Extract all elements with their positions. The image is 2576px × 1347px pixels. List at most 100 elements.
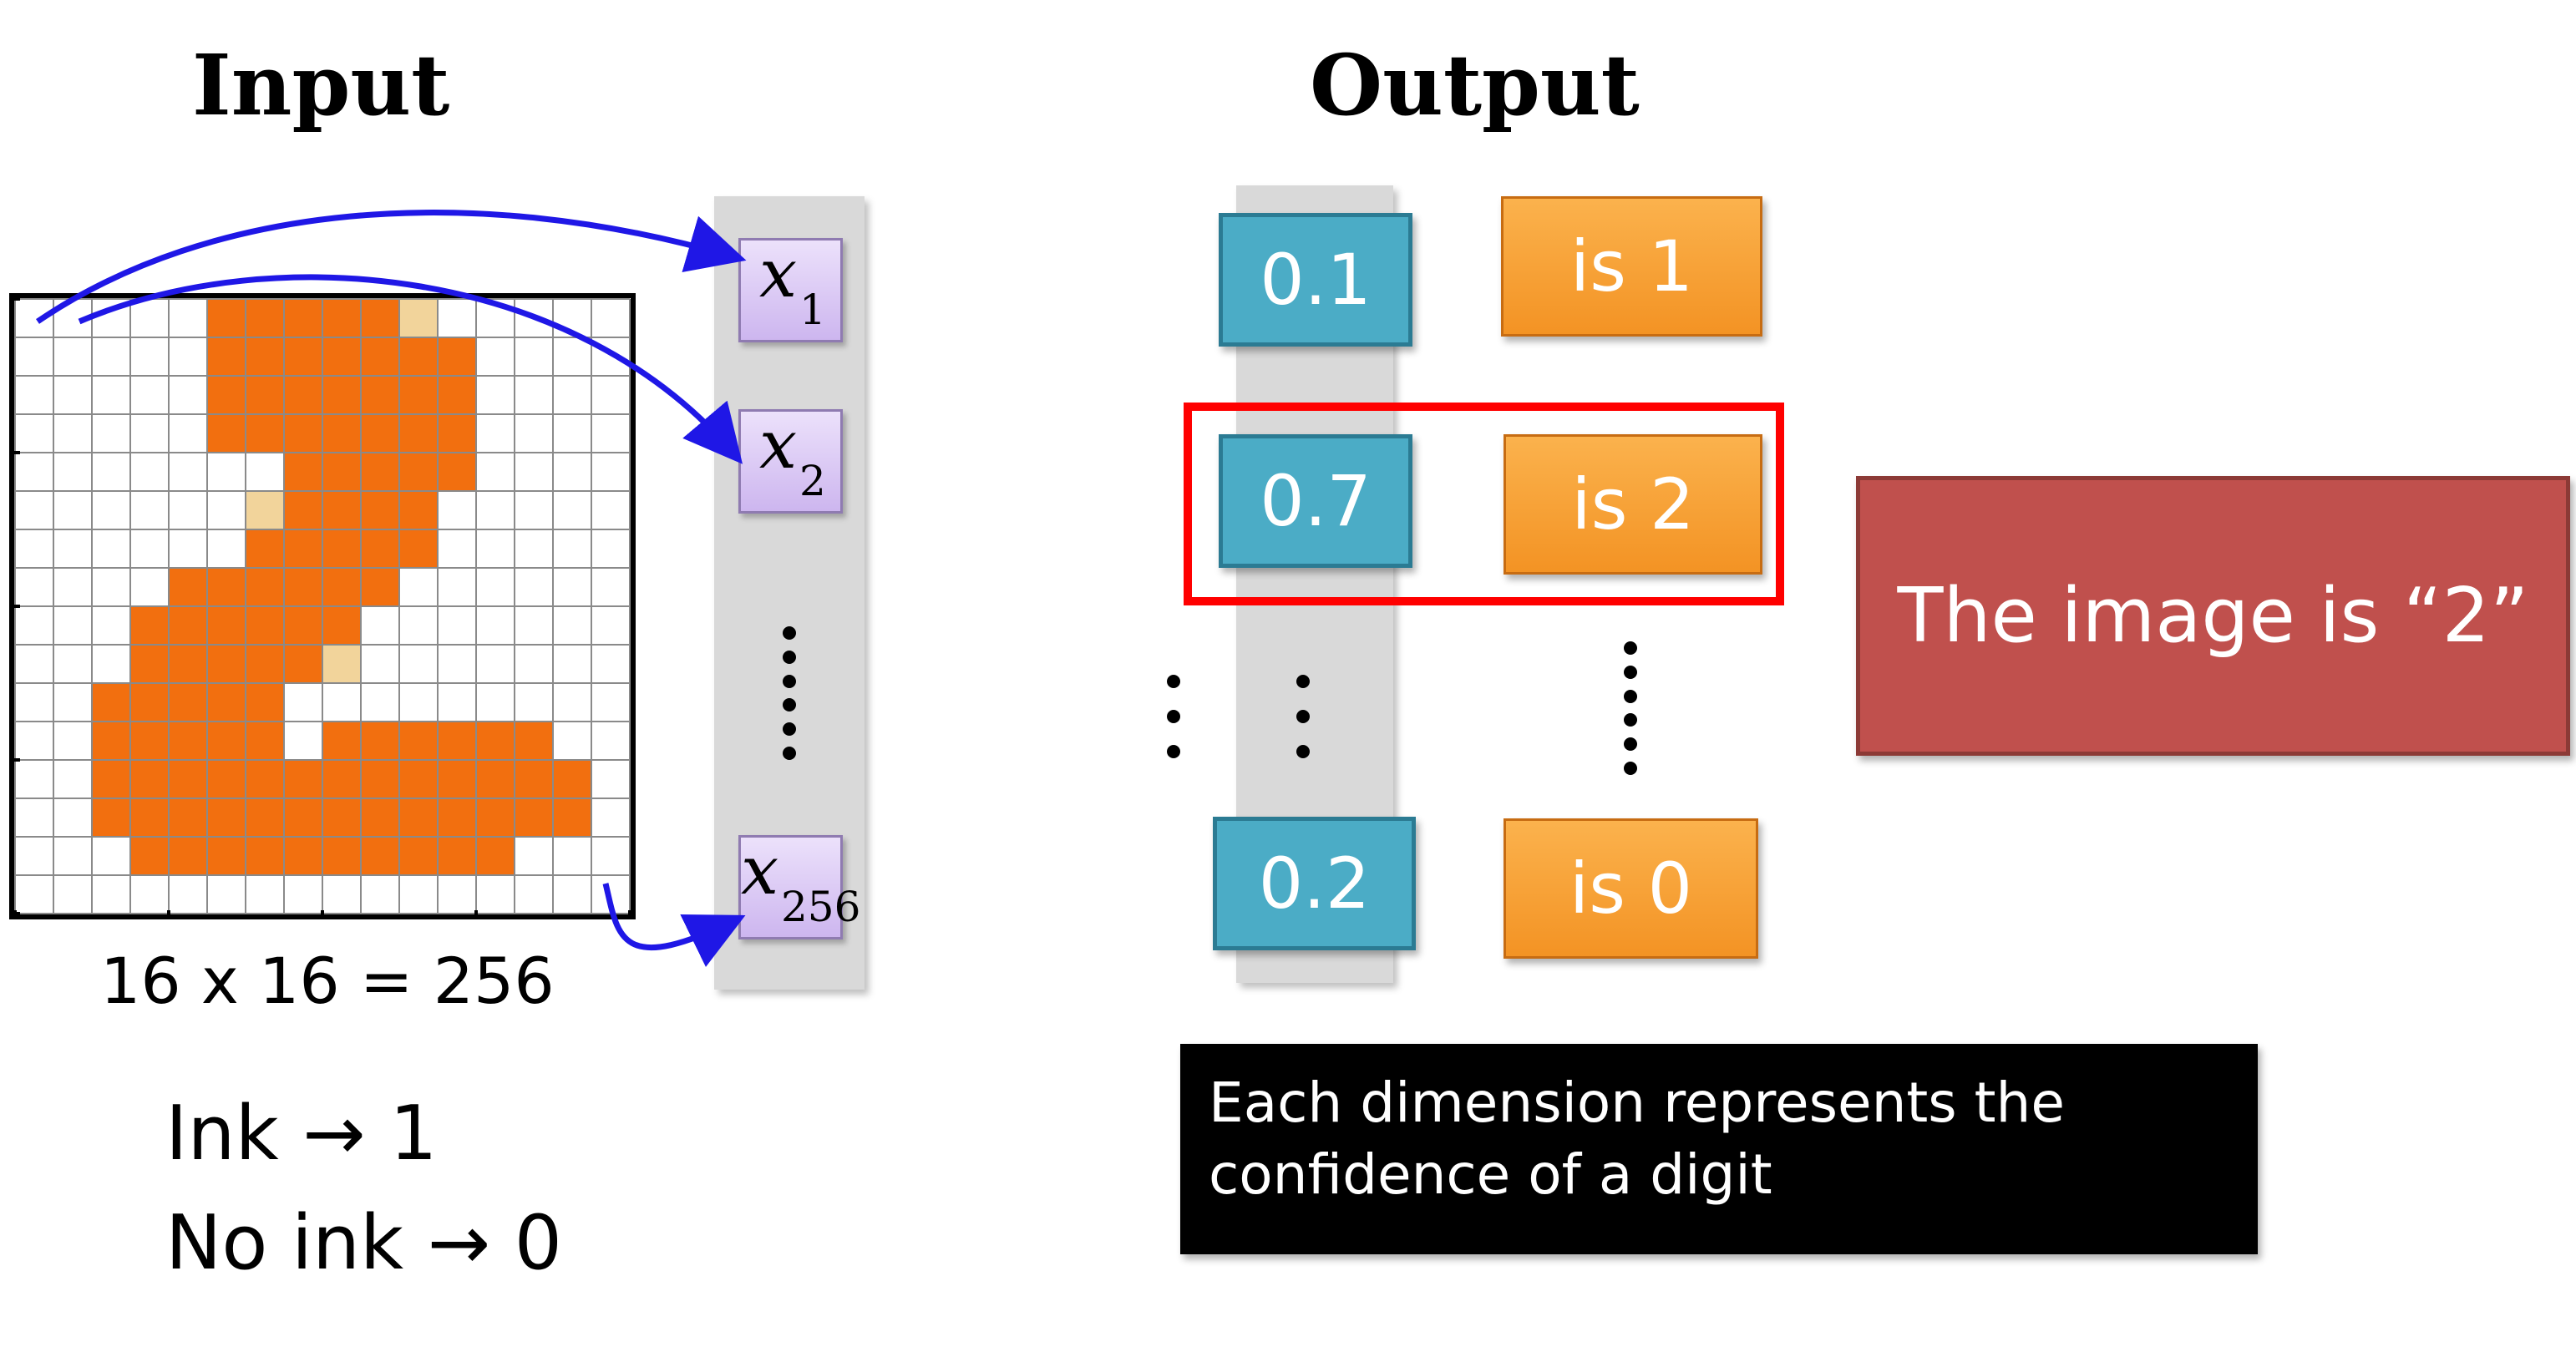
ink-pixel — [322, 414, 361, 453]
ink-pixel — [284, 414, 322, 453]
ink-pixel — [438, 760, 476, 798]
ink-pixel — [438, 722, 476, 760]
ink-pixel — [476, 760, 515, 798]
faint-ink-pixel — [322, 645, 361, 683]
ink-pixel — [207, 645, 246, 683]
grid-size-caption: 16 x 16 = 256 — [100, 944, 555, 1018]
input-vector-ellipsis — [781, 626, 798, 760]
ink-pixel — [361, 837, 399, 875]
ink-pixel — [553, 798, 591, 837]
ink-pixel — [207, 568, 246, 606]
ink-pixel — [361, 299, 399, 337]
ink-pixel — [438, 414, 476, 453]
output-ellipsis-labels — [1622, 641, 1639, 775]
ink-pixel — [207, 760, 246, 798]
ink-pixel — [207, 837, 246, 875]
ink-pixel — [169, 606, 207, 645]
ink-pixel — [361, 722, 399, 760]
ink-pixel — [361, 491, 399, 529]
input-heading: Input — [192, 36, 450, 134]
output-ellipsis-stripe — [1295, 675, 1311, 758]
arrow-to-x1 — [36, 210, 747, 324]
ink-pixel — [399, 491, 438, 529]
ink-pixel — [361, 529, 399, 568]
ink-pixel — [284, 376, 322, 414]
ink-pixel — [399, 529, 438, 568]
ink-pixel — [361, 414, 399, 453]
label-digit-2: is 2 — [1504, 434, 1762, 575]
faint-ink-pixel — [399, 299, 438, 337]
ink-pixel — [246, 798, 284, 837]
input-x256-box: x 256 — [738, 835, 860, 939]
highlight-box — [1184, 403, 1784, 605]
output-value-digit-2: 0.7 — [1219, 434, 1412, 568]
ink-pixel — [169, 568, 207, 606]
ink-pixel — [438, 453, 476, 491]
ink-pixel — [399, 837, 438, 875]
ink-pixel — [130, 798, 169, 837]
ink-pixel — [322, 722, 361, 760]
ink-pixel — [399, 414, 438, 453]
arrow-to-x2 — [78, 274, 743, 464]
ink-pixel — [92, 683, 130, 722]
ink-pixel — [169, 645, 207, 683]
input-x2-box: x 2 — [738, 409, 843, 514]
ink-pixel — [130, 606, 169, 645]
output-value-digit-1: 0.1 — [1219, 213, 1412, 347]
ink-pixel — [284, 337, 322, 376]
ink-pixel — [322, 606, 361, 645]
ink-pixel — [207, 722, 246, 760]
ink-pixel — [130, 837, 169, 875]
x2-symbol: x — [759, 406, 798, 484]
ink-pixel — [284, 568, 322, 606]
ink-pixel — [92, 760, 130, 798]
x1-subscript: 1 — [799, 286, 826, 334]
ink-pixel — [92, 722, 130, 760]
label-digit-0: is 0 — [1504, 818, 1758, 959]
ink-pixel — [322, 760, 361, 798]
output-heading: Output — [1310, 36, 1640, 134]
ink-pixel — [246, 606, 284, 645]
ink-pixel — [169, 837, 207, 875]
ink-pixel — [207, 337, 246, 376]
ink-pixel — [246, 337, 284, 376]
ink-pixel — [322, 529, 361, 568]
ink-pixel — [284, 606, 322, 645]
label-digit-1: is 1 — [1501, 196, 1762, 337]
ink-pixel — [207, 606, 246, 645]
ink-pixel — [438, 337, 476, 376]
ink-pixel — [130, 722, 169, 760]
ink-pixel — [361, 568, 399, 606]
output-ellipsis-left — [1165, 675, 1182, 758]
ink-pixel — [284, 837, 322, 875]
ink-pixel — [130, 645, 169, 683]
ink-pixel — [284, 645, 322, 683]
ink-pixel — [476, 837, 515, 875]
ink-pixel — [284, 760, 322, 798]
ink-pixel — [284, 453, 322, 491]
ink-pixel — [515, 798, 553, 837]
ink-pixel — [553, 760, 591, 798]
ink-pixel — [361, 453, 399, 491]
ink-pixel — [322, 568, 361, 606]
ink-pixel — [476, 798, 515, 837]
faint-ink-pixel — [246, 491, 284, 529]
ink-pixel — [246, 760, 284, 798]
ink-pixel — [399, 798, 438, 837]
x256-subscript: 256 — [781, 883, 861, 931]
ink-encoding-line: Ink → 1 — [165, 1090, 438, 1177]
ink-pixel — [246, 568, 284, 606]
digit-pixel-grid — [9, 293, 636, 919]
ink-pixel — [284, 491, 322, 529]
ink-pixel — [169, 760, 207, 798]
no-ink-encoding-line: No ink → 0 — [165, 1199, 563, 1287]
x1-symbol: x — [759, 235, 798, 312]
ink-pixel — [322, 299, 361, 337]
ink-pixel — [399, 376, 438, 414]
ink-pixel — [284, 299, 322, 337]
ink-pixel — [476, 722, 515, 760]
ink-pixel — [438, 798, 476, 837]
ink-pixel — [399, 337, 438, 376]
ink-pixel — [322, 491, 361, 529]
ink-pixel — [246, 376, 284, 414]
